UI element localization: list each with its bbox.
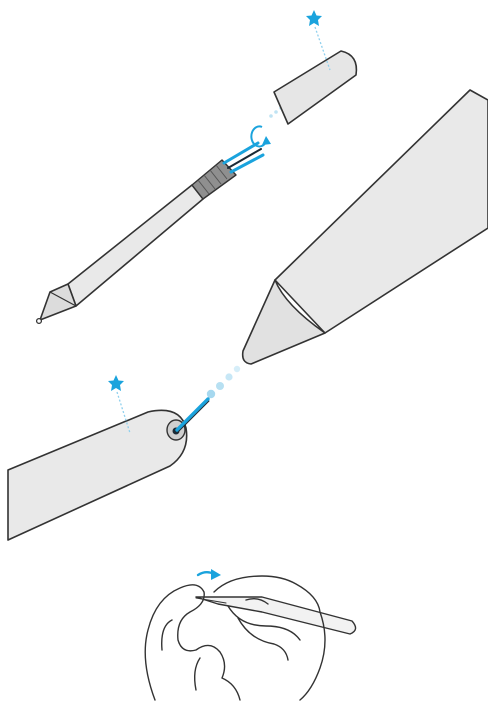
left-hand <box>144 584 241 701</box>
star-icon <box>306 10 331 71</box>
step-3-hands <box>144 569 357 701</box>
step-2-closeup <box>7 89 488 541</box>
step-1-pen <box>35 10 358 325</box>
pen-tip <box>39 283 77 321</box>
large-pen-barrel <box>274 89 488 334</box>
hand-pen <box>195 596 357 635</box>
pen-barrel <box>67 184 204 307</box>
pen-cap <box>273 50 358 125</box>
refill-strands <box>222 141 265 174</box>
insert-guide-dots <box>206 365 241 399</box>
star-icon <box>108 375 131 434</box>
refill-nib <box>175 397 210 432</box>
rotate-arrow-icon <box>250 125 267 148</box>
pen-grip <box>191 159 237 200</box>
large-pen-tip <box>241 279 326 365</box>
pen-body-lower <box>7 409 188 541</box>
arrow-right-icon <box>196 569 221 580</box>
right-hand <box>213 575 326 701</box>
